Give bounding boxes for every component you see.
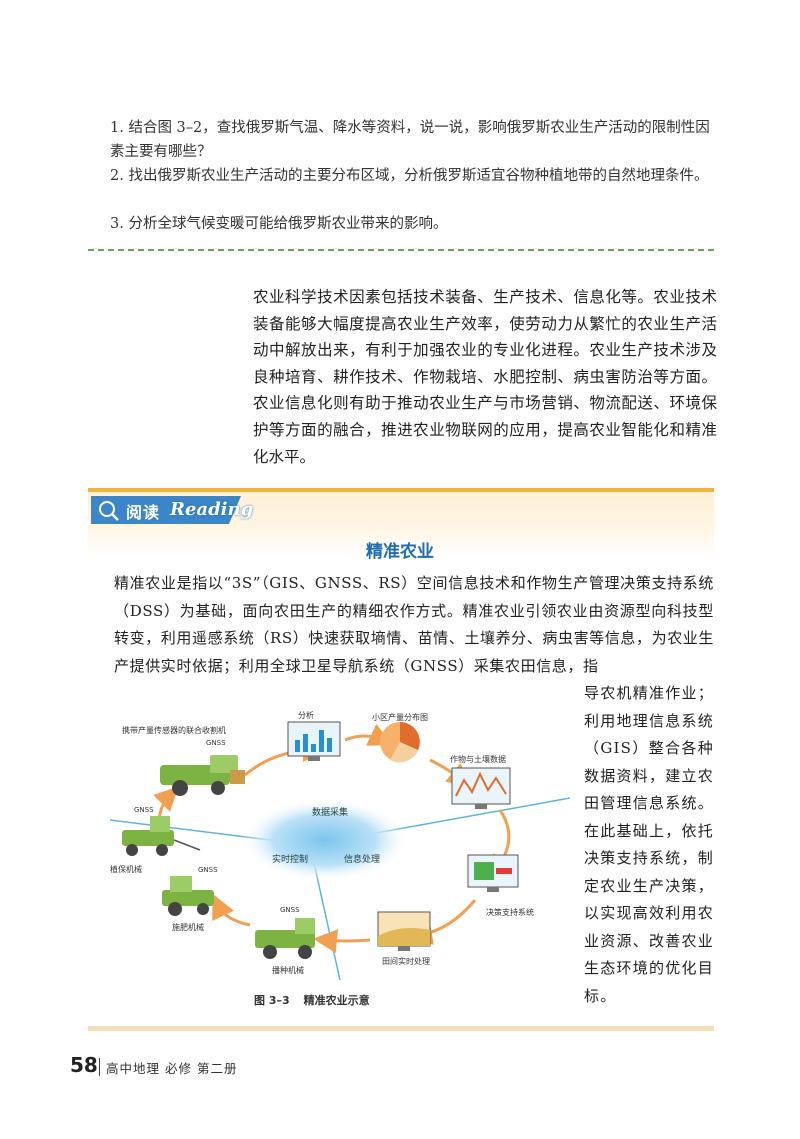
fertilizer-machine-icon xyxy=(162,876,214,916)
precision-agriculture-diagram: 数据采集 实时控制 信息处理 携带产量传感器的联合收割机 GNSS 分析 小区产… xyxy=(109,710,571,981)
harvester-icon xyxy=(160,755,245,796)
label-harvester: 携带产量传感器的联合收割机 xyxy=(122,725,226,735)
label-fertilizer: 施肥机械 xyxy=(172,922,204,932)
label-gnss-2: GNSS xyxy=(134,806,154,814)
dashed-divider xyxy=(88,249,714,251)
label-yield-map: 小区产量分布图 xyxy=(372,712,428,722)
main-paragraph: 农业科学技术因素包括技术装备、生产技术、信息化等。农业技术装备能够大幅度提高农业… xyxy=(253,288,717,466)
reading-label-en: Reading xyxy=(170,499,254,520)
label-data-collection: 数据采集 xyxy=(312,806,348,818)
label-gnss-3: GNSS xyxy=(198,866,218,874)
page-number-separator xyxy=(99,1058,100,1076)
reading-body: 精准农业是指以“3S”（GIS、GNSS、RS）空间信息技术和作物生产管理决策支… xyxy=(114,574,714,675)
label-gnss-1: GNSS xyxy=(206,739,226,747)
caption-number: 图 3–3 xyxy=(254,994,290,1007)
center-glow xyxy=(240,798,410,882)
field-processing-monitor-icon xyxy=(377,911,431,951)
reading-side-text: 导农机精准作业；利用地理信息系统（GIS）整合各种数据资料，建立农田管理信息系统… xyxy=(584,684,714,1005)
question-1: 1. 结合图 3–2，查找俄罗斯气温、降水等资料，说一说，影响俄罗斯农业生产活动… xyxy=(110,120,710,160)
label-field-processing: 田间实时处理 xyxy=(382,956,430,966)
label-seeder: 播种机械 xyxy=(272,965,304,975)
question-3: 3. 分析全球气候变暖可能给俄罗斯农业带来的影响。 xyxy=(110,216,448,232)
reading-label-cn: 阅读 xyxy=(126,503,161,522)
dss-monitor-icon xyxy=(467,854,519,892)
caption-text: 精准农业示意 xyxy=(303,994,370,1007)
reading-bottom-bar xyxy=(88,1026,714,1031)
label-gnss-4: GNSS xyxy=(280,906,300,914)
label-analysis: 分析 xyxy=(298,710,314,720)
book-title: 高中地理 必修 第二册 xyxy=(106,1061,238,1076)
reading-title: 精准农业 xyxy=(366,542,434,562)
reading-tab xyxy=(91,496,241,524)
label-realtime-control: 实时控制 xyxy=(272,853,308,865)
crop-soil-monitor-icon xyxy=(451,767,511,809)
plant-protection-machine-icon xyxy=(122,816,201,856)
page-number: 58 xyxy=(70,1053,98,1077)
figure-caption: 图 3–3 精准农业示意 xyxy=(254,992,370,1008)
label-crop-soil: 作物与土壤数据 xyxy=(450,754,506,764)
yield-map-icon xyxy=(380,722,420,763)
label-plant-protection: 植保机械 xyxy=(110,864,142,874)
label-dss: 决策支持系统 xyxy=(486,907,534,917)
magnifier-icon xyxy=(99,501,115,517)
seeder-icon xyxy=(255,918,315,959)
analysis-monitor-icon xyxy=(287,721,341,761)
label-info-processing: 信息处理 xyxy=(344,853,380,865)
question-2: 2. 找出俄罗斯农业生产活动的主要分布区域，分析俄罗斯适宜谷物种植地带的自然地理… xyxy=(110,168,709,184)
